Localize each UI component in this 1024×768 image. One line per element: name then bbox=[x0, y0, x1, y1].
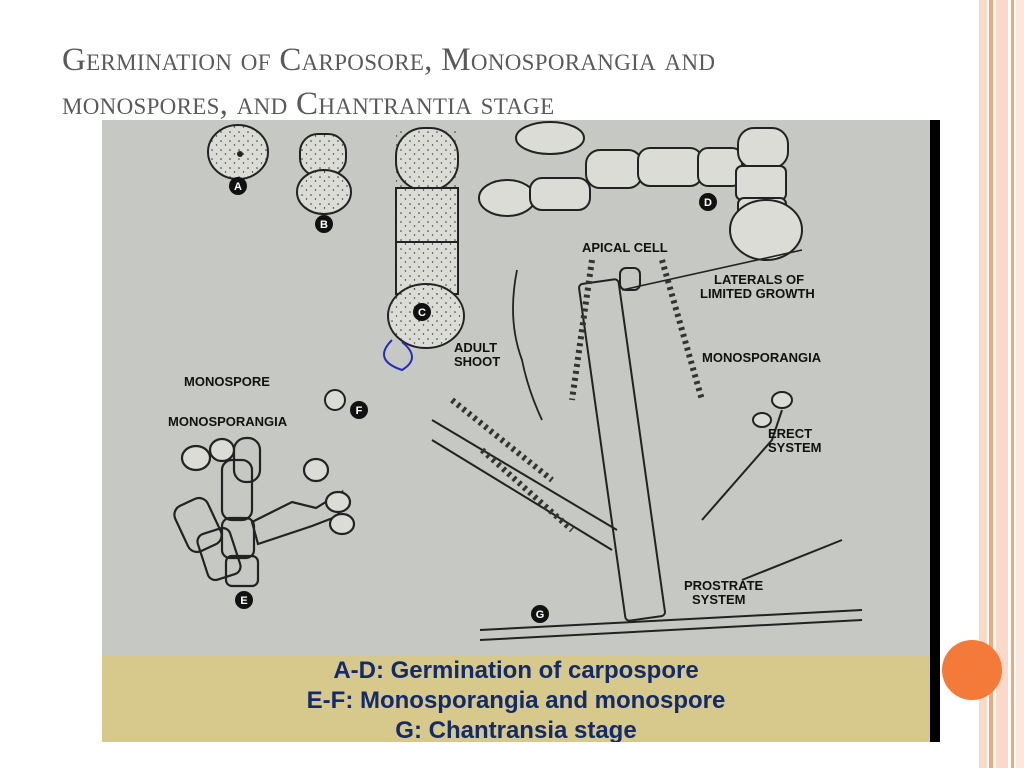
accent-circle bbox=[942, 640, 1002, 700]
stage-f-monospore bbox=[324, 389, 346, 411]
svg-text:G: G bbox=[536, 609, 545, 621]
caption-line1: A-D: Germination of carpospore bbox=[333, 657, 699, 684]
label-erect-line1: ERECT bbox=[768, 426, 812, 441]
slide-title-line2: monospores, and Chantrantia stage bbox=[62, 86, 555, 122]
stripe-mid-2 bbox=[1011, 0, 1014, 768]
figure-caption: A-D: Germination of carpospore E-F: Mono… bbox=[102, 656, 930, 742]
marker-d: D bbox=[699, 193, 717, 211]
stage-d-branched bbox=[478, 121, 803, 261]
marker-b: B bbox=[315, 215, 333, 233]
marker-a: A bbox=[229, 177, 247, 195]
stage-g-chantransia bbox=[431, 249, 863, 641]
label-monosporangia-left: MONOSPORANGIA bbox=[168, 414, 288, 429]
svg-text:B: B bbox=[320, 219, 328, 231]
marker-e: E bbox=[235, 591, 253, 609]
label-prostrate-line1: PROSTRATE bbox=[684, 578, 764, 593]
svg-text:E: E bbox=[240, 595, 247, 607]
label-monosporangia-right: MONOSPORANGIA bbox=[702, 350, 822, 365]
label-laterals-line2: LIMITED GROWTH bbox=[700, 286, 815, 301]
svg-text:C: C bbox=[418, 307, 426, 319]
label-laterals-line1: LATERALS OF bbox=[714, 272, 804, 287]
label-prostrate-line2: SYSTEM bbox=[692, 592, 745, 607]
stripe-light-3 bbox=[1016, 0, 1024, 768]
marker-g: G bbox=[531, 605, 549, 623]
handwritten-mark bbox=[383, 339, 413, 372]
stage-e-monosporangia bbox=[173, 436, 356, 588]
label-adult-line2: SHOOT bbox=[454, 354, 500, 369]
stage-b-germling bbox=[296, 133, 352, 215]
algae-diagram: A B C D E F G APICAL CELL LATERALS OF LI… bbox=[102, 120, 930, 656]
stripe-mid bbox=[989, 0, 993, 768]
stripe-light-2 bbox=[996, 0, 1008, 768]
svg-text:D: D bbox=[704, 197, 712, 209]
svg-text:A: A bbox=[234, 181, 242, 193]
caption-line3: G: Chantransia stage bbox=[395, 717, 637, 742]
label-apical-cell: APICAL CELL bbox=[582, 240, 668, 255]
label-erect-line2: SYSTEM bbox=[768, 440, 821, 455]
marker-f: F bbox=[350, 401, 368, 419]
caption-line2: E-F: Monosporangia and monospore bbox=[306, 687, 726, 714]
marker-c: C bbox=[413, 303, 431, 321]
label-monospore: MONOSPORE bbox=[184, 374, 270, 389]
adult-shoot-bracket bbox=[512, 269, 543, 421]
figure-image: A B C D E F G APICAL CELL LATERALS OF LI… bbox=[102, 120, 940, 742]
label-adult-line1: ADULT bbox=[454, 340, 497, 355]
slide-title-line1: Germination of Carposore, Monosporangia … bbox=[62, 42, 716, 78]
stripe-light-1 bbox=[979, 0, 987, 768]
svg-text:F: F bbox=[356, 405, 363, 417]
stage-a-spore bbox=[207, 124, 269, 180]
slide-title: Germination of Carposore, Monosporangia … bbox=[62, 38, 902, 126]
